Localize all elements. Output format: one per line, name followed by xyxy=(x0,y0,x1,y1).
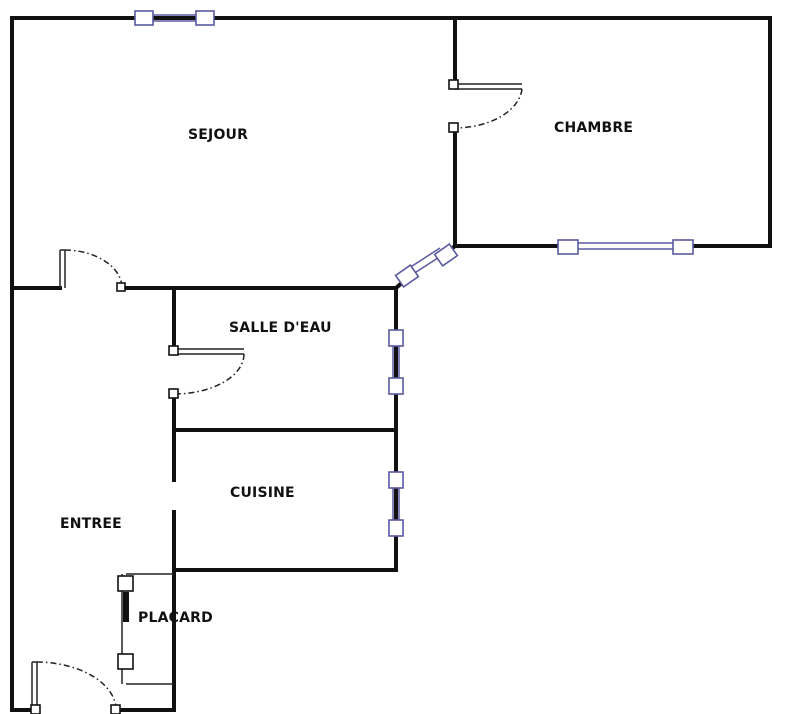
door-sejour xyxy=(59,249,126,292)
door-entree xyxy=(30,661,121,714)
room-label-placard: PLACARD xyxy=(138,610,213,626)
door-salle-deau xyxy=(168,345,245,399)
window-diagonal xyxy=(394,242,459,289)
window-sejour-top xyxy=(134,10,215,26)
placard-closet xyxy=(117,573,174,685)
window-chambre-bottom xyxy=(557,239,694,255)
room-label-cuisine: CUISINE xyxy=(230,485,295,501)
room-label-salle-deau: SALLE D'EAU xyxy=(229,320,332,336)
window-cuisine xyxy=(388,471,404,537)
room-label-chambre: CHAMBRE xyxy=(554,120,634,136)
window-salle-deau xyxy=(388,329,404,395)
room-label-entree: ENTREE xyxy=(60,516,122,532)
door-chambre xyxy=(448,79,523,133)
room-label-sejour: SEJOUR xyxy=(188,127,249,143)
